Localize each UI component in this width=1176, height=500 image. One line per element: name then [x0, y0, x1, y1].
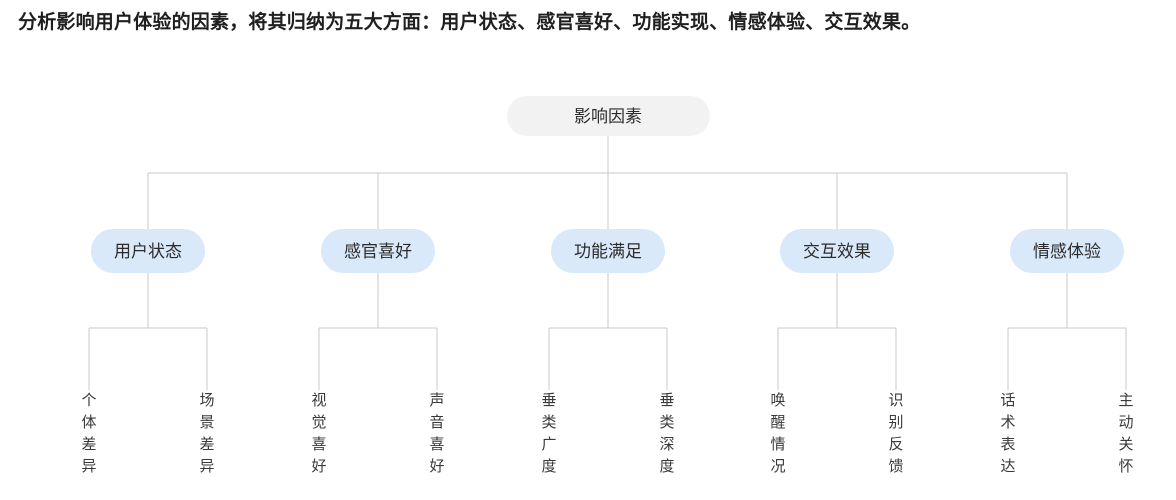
tree-leaf-char: 关 — [1118, 436, 1134, 453]
tree-leaf-char: 类 — [659, 414, 675, 431]
tree-leaf-char: 唤 — [770, 392, 786, 409]
tree-node-branch-label: 功能满足 — [574, 241, 642, 261]
tree-leaf-char: 垂 — [659, 392, 675, 409]
tree-leaf-1-2[interactable]: 场景差异 — [196, 390, 218, 478]
tree-node-branch-label: 用户状态 — [114, 241, 182, 261]
tree-leaf-char: 识 — [888, 392, 904, 409]
tree-leaf-char: 表 — [1000, 436, 1016, 453]
tree-leaf-char: 深 — [659, 436, 675, 453]
tree-leaf-char: 反 — [888, 436, 904, 453]
tree-leaf-char: 喜 — [311, 436, 327, 453]
tree-leaf-char: 主 — [1118, 392, 1134, 409]
tree-leaf-3-1[interactable]: 垂类广度 — [538, 390, 560, 478]
tree-leaf-char: 场 — [199, 392, 215, 409]
tree-leaf-2-1[interactable]: 视觉喜好 — [308, 390, 330, 478]
tree-leaf-char: 觉 — [311, 414, 327, 431]
tree-leaf-char: 广 — [541, 436, 557, 453]
page-title: 分析影响用户体验的因素，将其归纳为五大方面：用户状态、感官喜好、功能实现、情感体… — [18, 12, 921, 33]
tree-leaf-2-2[interactable]: 声音喜好 — [426, 390, 448, 478]
tree-leaf-char: 术 — [1000, 414, 1016, 431]
tree-leaf-char: 度 — [659, 458, 675, 475]
tree-node-branch-5[interactable]: 情感体验 — [1010, 229, 1124, 273]
tree-leaf-5-1[interactable]: 话术表达 — [997, 390, 1019, 478]
tree-leaf-char: 类 — [541, 414, 557, 431]
tree-leaf-char: 好 — [311, 458, 327, 475]
tree-leaf-char: 度 — [541, 458, 557, 475]
tree-leaf-char: 话 — [1000, 392, 1016, 409]
tree-leaf-char: 馈 — [888, 458, 904, 475]
tree-leaf-char: 视 — [311, 392, 327, 409]
tree-leaf-char: 喜 — [429, 436, 445, 453]
tree-leaf-char: 动 — [1118, 414, 1134, 431]
tree-leaf-char: 况 — [770, 458, 786, 475]
tree-leaf-char: 音 — [429, 414, 445, 431]
tree-leaf-4-2[interactable]: 识别反馈 — [885, 390, 907, 478]
tree-leaf-char: 达 — [1000, 458, 1016, 475]
tree-leaf-char: 异 — [199, 458, 215, 475]
tree-leaf-char: 声 — [429, 392, 445, 409]
tree-node-branch-1[interactable]: 用户状态 — [91, 229, 205, 273]
tree-node-branch-label: 交互效果 — [803, 241, 871, 261]
tree-leaf-char: 差 — [81, 436, 97, 453]
tree-leaf-char: 好 — [429, 458, 445, 475]
tree-leaf-char: 垂 — [541, 392, 557, 409]
tree-node-root-label: 影响因素 — [574, 106, 642, 126]
tree-leaf-4-1[interactable]: 唤醒情况 — [767, 390, 789, 478]
tree-leaf-3-2[interactable]: 垂类深度 — [656, 390, 678, 478]
tree-leaf-char: 体 — [81, 414, 97, 431]
tree-leaf-char: 情 — [770, 436, 786, 453]
tree-node-branch-label: 感官喜好 — [344, 241, 412, 261]
tree-node-branch-3[interactable]: 功能满足 — [551, 229, 665, 273]
tree-leaf-5-2[interactable]: 主动关怀 — [1115, 390, 1137, 478]
tree-leaf-char: 差 — [199, 436, 215, 453]
tree-leaf-char: 景 — [199, 414, 215, 431]
tree-leaf-char: 个 — [81, 392, 97, 409]
tree-node-branch-2[interactable]: 感官喜好 — [321, 229, 435, 273]
tree-node-root[interactable]: 影响因素 — [506, 96, 710, 136]
tree-leaf-char: 怀 — [1118, 458, 1134, 475]
tree-leaf-char: 异 — [81, 458, 97, 475]
tree-node-branch-4[interactable]: 交互效果 — [780, 229, 894, 273]
tree-node-branch-label: 情感体验 — [1033, 241, 1101, 261]
tree-leaf-1-1[interactable]: 个体差异 — [78, 390, 100, 478]
tree-leaf-char: 别 — [888, 414, 904, 431]
tree-leaf-char: 醒 — [770, 414, 786, 431]
